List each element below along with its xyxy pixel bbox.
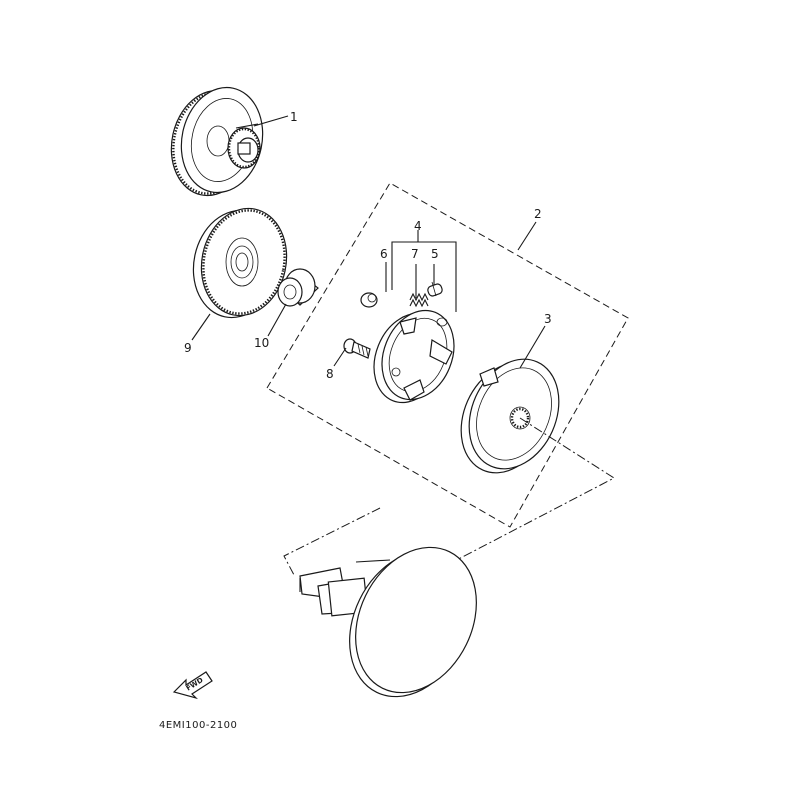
leader-lines xyxy=(191,115,546,369)
label-part-10: 10 xyxy=(254,336,269,350)
label-part-1: 1 xyxy=(290,110,298,124)
part-6-roller[interactable] xyxy=(360,292,378,308)
part-10-collar[interactable] xyxy=(277,268,319,307)
label-part-5: 5 xyxy=(431,247,439,261)
generator-rotor[interactable] xyxy=(299,527,500,717)
label-part-2: 2 xyxy=(534,207,542,221)
label-part-9: 9 xyxy=(184,341,192,355)
part-5-plunger[interactable] xyxy=(427,281,444,297)
label-part-7: 7 xyxy=(411,247,419,261)
label-part-6: 6 xyxy=(380,247,388,261)
diagram-code: 4EMI100-2100 xyxy=(159,720,237,731)
fwd-arrow: FWD xyxy=(172,671,213,700)
part-3-clutch-housing[interactable] xyxy=(444,345,575,487)
label-part-3: 3 xyxy=(544,312,552,326)
part-9-driven-gear[interactable] xyxy=(184,200,297,325)
part-7-spring[interactable] xyxy=(409,292,429,308)
clutch-hub[interactable] xyxy=(361,300,467,414)
part-labels: 1 2 3 4 5 6 7 8 9 10 xyxy=(184,110,552,381)
label-part-8: 8 xyxy=(326,367,334,381)
assembly-centerlines xyxy=(283,417,615,601)
part-8-bolt[interactable] xyxy=(343,338,371,359)
label-part-4: 4 xyxy=(414,219,422,233)
assembly-outline-2 xyxy=(266,182,629,528)
part-1-starter-gear[interactable] xyxy=(162,80,272,203)
